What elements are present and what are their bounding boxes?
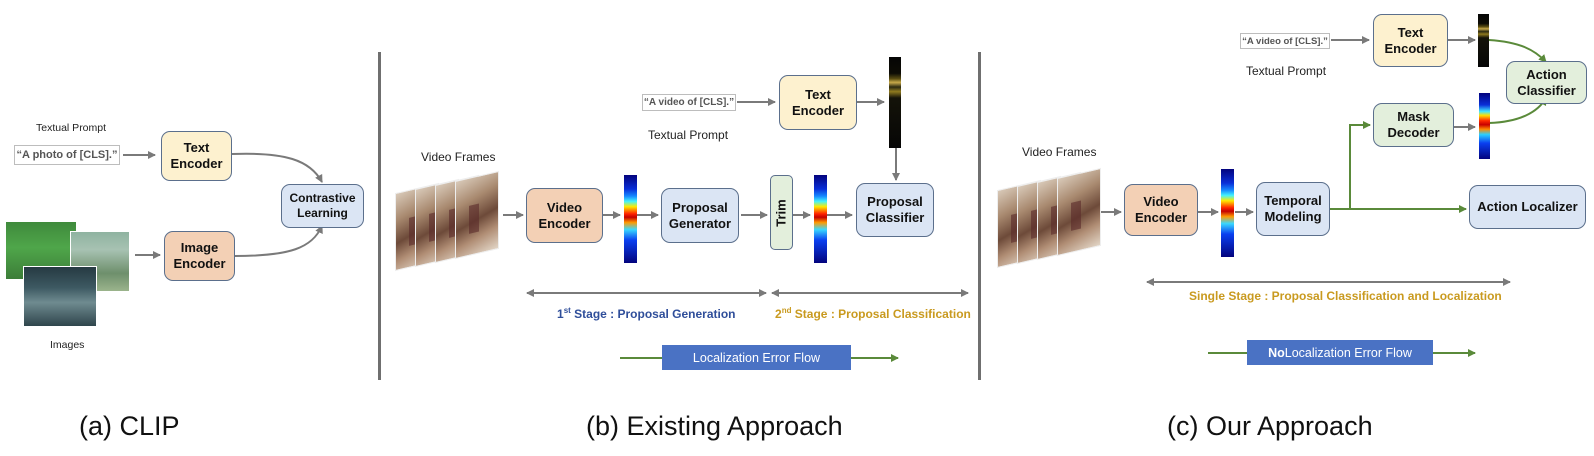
caption-c: (c) Our Approach xyxy=(1167,411,1373,441)
panel-b-heatmap-2 xyxy=(814,175,827,263)
panel-b-trim: Trim xyxy=(770,175,793,250)
panel-c-action-localizer: Action Localizer xyxy=(1469,185,1586,229)
panel-b-video-encoder: Video Encoder xyxy=(526,188,603,243)
panel-b-arrows xyxy=(503,98,969,297)
arrow-image-encoder-to-contrastive xyxy=(234,225,323,257)
panel-c-heatmap xyxy=(1221,169,1234,257)
stage1-label: 1st Stage : Proposal Generation xyxy=(557,306,736,321)
panel-b-prompt-text: “A video of [CLS].” xyxy=(642,94,736,111)
panel-b-proposal-generator: Proposal Generator xyxy=(661,188,739,243)
stage2-text: Stage : Proposal Classification xyxy=(791,307,971,321)
arrow-text-feature-to-action-classifier xyxy=(1488,39,1547,63)
panel-b-textual-prompt-label: Textual Prompt xyxy=(648,128,729,142)
panel-a-images-label: Images xyxy=(50,339,85,351)
panel-c-action-classifier: Action Classifier xyxy=(1506,61,1587,104)
stage1-suffix: st xyxy=(563,306,571,315)
panel-b-text-encoder: Text Encoder xyxy=(779,75,857,130)
panel-a-contrastive-learning: Contrastive Learning xyxy=(281,184,364,228)
panel-b-heatmap-1 xyxy=(624,175,637,263)
panel-b-proposal-classifier: Proposal Classifier xyxy=(856,183,934,237)
image-cricket-2 xyxy=(70,231,130,292)
caption-a: (a) CLIP xyxy=(79,411,180,441)
caption-b: (b) Existing Approach xyxy=(586,411,843,441)
panel-c-mask-decoder: Mask Decoder xyxy=(1373,103,1454,147)
panel-a-text-encoder: Text Encoder xyxy=(161,131,232,181)
stage1-text: Stage : Proposal Generation xyxy=(570,307,736,321)
no-flow-rest: Localization Error Flow xyxy=(1284,345,1412,360)
panel-c-video-frames-label: Video Frames xyxy=(1022,145,1097,159)
panel-c-textual-prompt-label: Textual Prompt xyxy=(1246,64,1327,78)
divider-left xyxy=(378,52,381,380)
panel-b-text-feature xyxy=(889,57,901,148)
panel-c-video-frames xyxy=(997,167,1107,277)
panel-a-textual-prompt-label: Textual Prompt xyxy=(36,122,107,134)
stage2-number: 2 xyxy=(775,307,782,321)
stage2-label: 2nd Stage : Proposal Classification xyxy=(775,306,971,321)
arrow-text-encoder-to-contrastive xyxy=(231,152,323,183)
stage1-number: 1 xyxy=(557,307,564,321)
panel-a-prompt-text: “A photo of [CLS].” xyxy=(14,145,120,165)
no-flow-bold: No xyxy=(1268,345,1285,360)
image-office xyxy=(23,266,97,327)
panel-c-prompt-text: “A video of [CLS].” xyxy=(1240,33,1330,49)
stage2-suffix: nd xyxy=(781,306,792,315)
panel-c-no-localization-error-flow: No Localization Error Flow xyxy=(1247,340,1433,365)
single-stage-label: Single Stage : Proposal Classification a… xyxy=(1189,289,1502,303)
panel-c-video-encoder: Video Encoder xyxy=(1124,184,1198,236)
divider-right xyxy=(978,52,981,380)
panel-c-arrows xyxy=(1100,36,1511,286)
panel-a-arrows xyxy=(123,151,323,259)
trim-label: Trim xyxy=(773,198,789,227)
panel-b-video-frames xyxy=(395,170,505,280)
panel-c-text-feature xyxy=(1478,14,1489,67)
panel-c-temporal-modeling: Temporal Modeling xyxy=(1256,182,1330,236)
panel-c-text-encoder: Text Encoder xyxy=(1373,14,1448,67)
panel-a-image-encoder: Image Encoder xyxy=(164,231,235,281)
panel-b-video-frames-label: Video Frames xyxy=(421,150,496,164)
panel-b-localization-error-flow: Localization Error Flow xyxy=(662,345,851,370)
panel-c-mask-heatmap xyxy=(1479,93,1490,159)
arrow-temporal-to-mask-decoder xyxy=(1330,121,1371,210)
panel-c-green-arrows xyxy=(1208,39,1547,357)
